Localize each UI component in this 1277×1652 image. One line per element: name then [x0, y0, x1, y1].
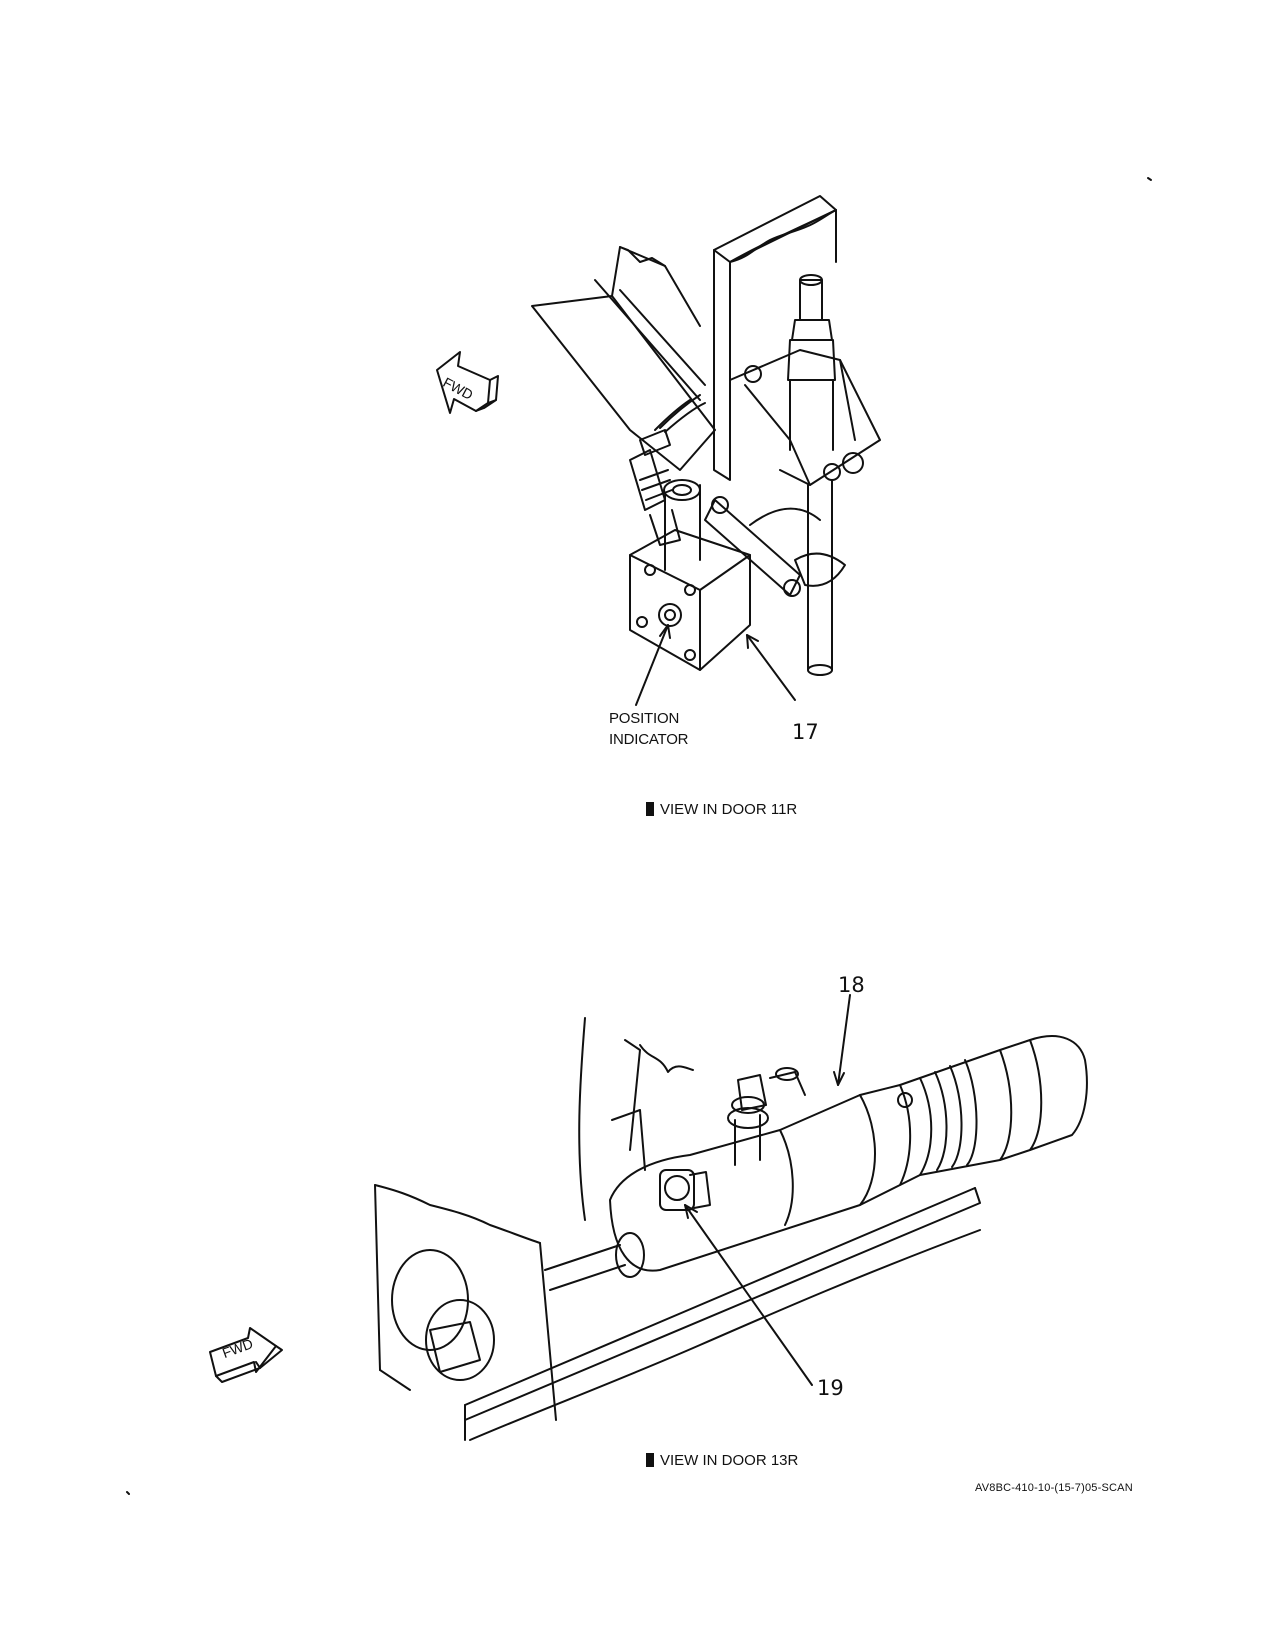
fwd-arrow-bottom — [209, 1327, 283, 1383]
item-19-label: 19 — [817, 1376, 844, 1400]
position-indicator-label-line1: POSITION — [609, 710, 680, 727]
caption-door-11r-text: VIEW IN DOOR 11R — [660, 801, 798, 818]
item-17-label: 17 — [792, 720, 819, 744]
leader-position-indicator — [635, 624, 669, 706]
mounting-bracket — [729, 349, 881, 486]
vertical-rod — [787, 274, 846, 676]
electrical-connector — [629, 394, 706, 546]
caption-marker — [646, 1453, 654, 1467]
floor-panel — [531, 246, 716, 471]
bulkhead-panel-left — [374, 1184, 557, 1421]
fwd-arrow-top — [436, 351, 499, 414]
leader-19 — [684, 1204, 813, 1386]
bulkhead-plate — [713, 195, 837, 481]
actuator-shaft — [544, 1232, 645, 1291]
background-structure — [578, 1017, 694, 1221]
caption-door-13r-text: VIEW IN DOOR 13R — [660, 1452, 799, 1469]
hose-with-clamp — [897, 1035, 1088, 1186]
figure-reference: AV8BC-410-10-(15-7)05-SCAN — [975, 1482, 1133, 1494]
leader-17 — [746, 634, 796, 701]
caption-door-13r: VIEW IN DOOR 13R — [646, 1452, 798, 1469]
door-13r-drawing — [209, 994, 1088, 1441]
leader-18 — [837, 994, 851, 1086]
position-indicator-label-line2: INDICATOR — [609, 731, 689, 748]
lower-rail — [464, 1187, 981, 1441]
actuator-body — [609, 1067, 912, 1272]
caption-door-11r: VIEW IN DOOR 11R — [646, 801, 797, 818]
scan-speck — [126, 1491, 130, 1495]
valve-body — [629, 479, 821, 671]
scan-speck — [1147, 177, 1152, 181]
item-18-label: 18 — [838, 973, 865, 997]
caption-marker — [646, 802, 654, 816]
door-11r-drawing — [436, 195, 881, 706]
